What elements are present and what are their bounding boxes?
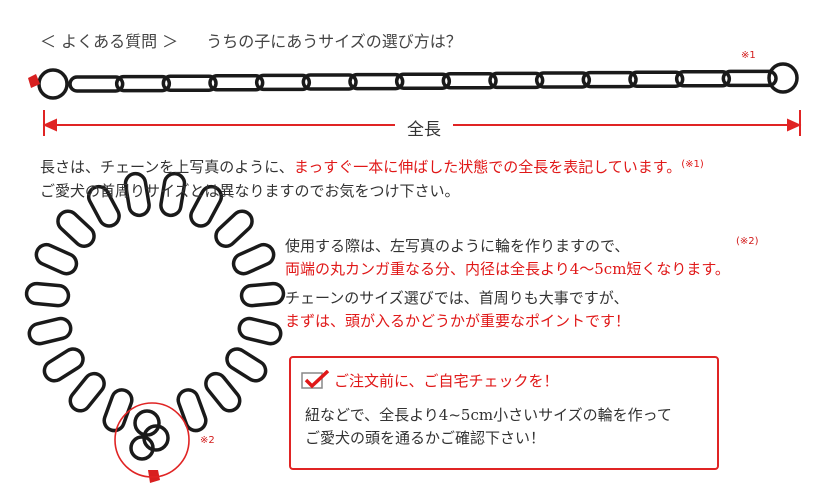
home-check-title: ご注文前に、ご自宅チェックを！ — [300, 370, 559, 391]
chain-link — [254, 73, 312, 92]
loop-chain-link — [56, 209, 96, 248]
loop-chain-link — [225, 347, 268, 383]
length-explanation: 長さは、チェーンを上写真のように、まっすぐ一本に伸ばした状態での全長を表記してい… — [40, 153, 704, 203]
chain-link — [68, 75, 125, 93]
length-label: 全長 — [395, 115, 453, 140]
faq-label: ＜ よくある質問 ＞ — [40, 32, 179, 51]
chain-end-ring-right — [767, 62, 799, 94]
para1-line2: ご愛犬の首周りサイズとは異なりますのでお気をつけ下さい。 — [40, 182, 460, 200]
chain-link — [161, 74, 218, 92]
chain-link — [301, 73, 358, 91]
looped-chain-image — [24, 171, 286, 433]
para3-line1: チェーンのサイズ選びでは、首周りも大事ですが、 — [285, 289, 629, 307]
chain-link — [394, 72, 452, 90]
loop-chain-link — [239, 281, 286, 308]
para1-text: 長さは、チェーンを上写真のように、 — [40, 158, 294, 176]
chain-link — [534, 71, 592, 89]
para1-note: (※1) — [681, 159, 704, 170]
home-check-heading: ご注文前に、ご自宅チェックを！ — [334, 372, 559, 390]
chain-link — [114, 74, 172, 93]
loop-chain-link — [68, 371, 106, 413]
chain-link — [581, 70, 638, 89]
loop-note-marker: (※2) — [736, 236, 759, 247]
loop-chain-link — [176, 388, 208, 433]
loop-chain-link — [123, 171, 151, 218]
para2-highlight: 両端の丸カンガ重なる分、内径は全長より4～5cm短くなります。 — [285, 260, 730, 278]
size-tip: チェーンのサイズ選びでは、首周りも大事ですが、 まずは、頭が入るかどうかが重要な… — [285, 287, 630, 333]
faq-heading: ＜ よくある質問 ＞ うちの子にあうサイズの選び方は？ — [40, 28, 462, 52]
loop-chain-link — [24, 281, 71, 308]
overlap-highlight-circle — [114, 402, 190, 478]
straight-chain-image — [37, 62, 799, 100]
chain-link — [208, 74, 265, 92]
home-check-box — [289, 356, 719, 470]
faq-question: うちの子にあうサイズの選び方は？ — [206, 32, 462, 51]
chain-link — [348, 72, 405, 91]
home-check-line2: ご愛犬の頭を通るかご確認下さい！ — [305, 429, 546, 447]
chain-end-ring-left — [37, 68, 69, 100]
loop-chain-link — [189, 184, 224, 228]
loop-end-rings — [129, 409, 170, 461]
chain-note-marker: ※1 — [741, 50, 756, 61]
loop-chain-link — [231, 242, 276, 276]
chain-link — [441, 72, 498, 90]
loop-chain-link — [204, 371, 242, 413]
para2-line1: 使用する際は、左写真のように輪を作りますので、 — [285, 237, 630, 255]
chain-link — [721, 69, 778, 88]
home-check-line1: 紐などで、全長より4~5cm小さいサイズの輪を作って — [305, 406, 672, 424]
chain-link — [674, 70, 732, 88]
loop-chain-link — [34, 242, 79, 276]
loop-chain-link — [237, 316, 283, 346]
checkbox-checkmark-icon — [301, 370, 330, 389]
loop-chain-link — [102, 388, 134, 433]
loop-chain-link — [214, 209, 254, 248]
loop-chain-link — [159, 171, 187, 218]
chain-link — [628, 70, 685, 88]
home-check-body: 紐などで、全長より4~5cm小さいサイズの輪を作って ご愛犬の頭を通るかご確認下… — [305, 404, 672, 450]
chain-link — [488, 71, 545, 90]
para1-highlight: まっすぐ一本に伸ばした状態での全長を表記しています。 — [293, 158, 682, 176]
loop-explanation: 使用する際は、左写真のように輪を作りますので、 両端の丸カンガ重なる分、内径は全… — [285, 235, 730, 281]
loop-chain-link — [42, 347, 85, 383]
para3-highlight: まずは、頭が入るかどうかが重要なポイントです！ — [285, 312, 631, 330]
loop-chain-link — [86, 184, 121, 228]
overlap-note-marker: ※2 — [200, 435, 215, 446]
loop-chain-link — [27, 316, 73, 346]
chain-tag-icon — [28, 74, 40, 88]
